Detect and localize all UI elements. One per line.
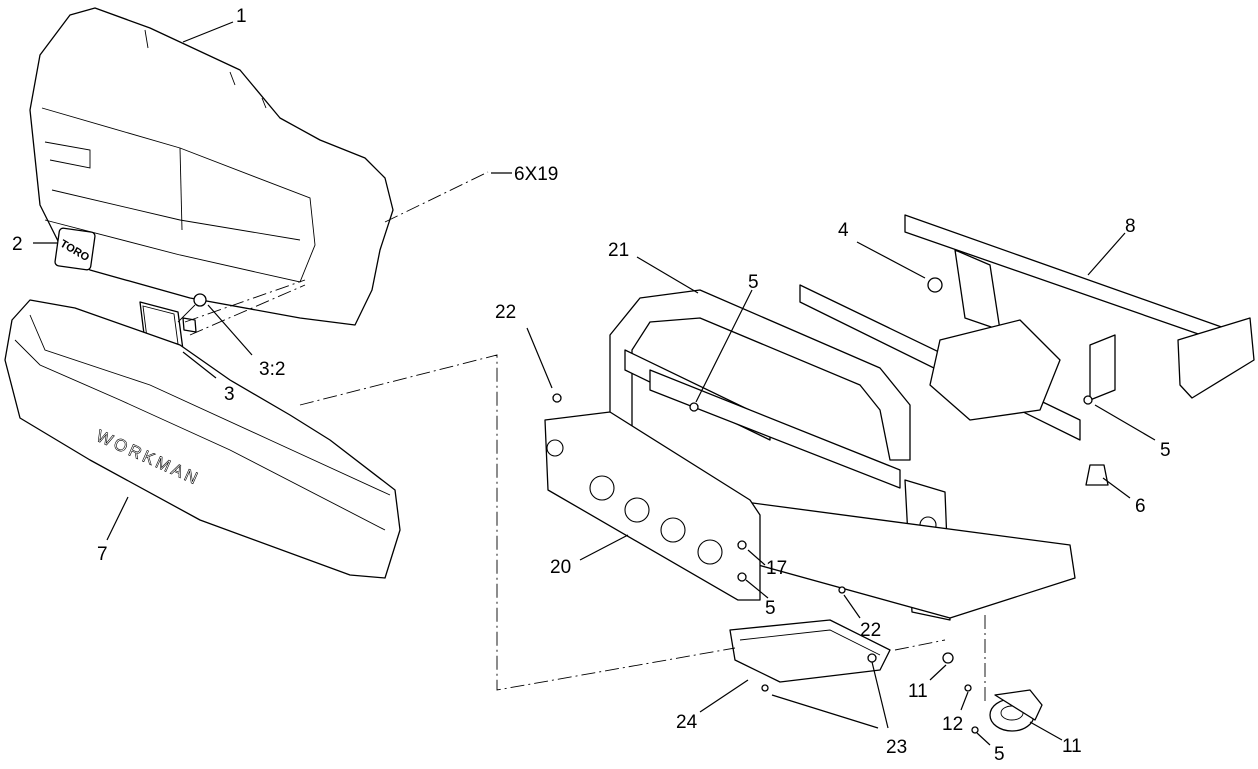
- callout-4: 4: [838, 220, 849, 241]
- callout-11-a: 11: [908, 681, 928, 702]
- callout-21: 21: [608, 240, 629, 261]
- hood-part: [29, 7, 394, 326]
- toro-decal-part: TORO: [54, 227, 96, 271]
- callout-labels: 1 2 3:2 3 7 6X19 21 5 4 8 22 5 6 20 17 5…: [12, 6, 1171, 765]
- callout-7: 7: [97, 544, 108, 565]
- callout-22-b: 22: [860, 620, 881, 641]
- callout-12: 12: [942, 714, 963, 735]
- callout-22-a: 22: [495, 302, 516, 323]
- callout-1: 1: [236, 6, 247, 27]
- callout-5-c: 5: [765, 598, 776, 619]
- callout-5-a: 5: [748, 272, 759, 293]
- callout-6: 6: [1135, 496, 1146, 517]
- callout-11-b: 11: [1062, 736, 1082, 757]
- skid-plate-part: [729, 619, 891, 692]
- callout-2: 2: [12, 234, 23, 255]
- grille-bumper-part: WORKMAN: [4, 299, 401, 579]
- callout-17: 17: [766, 558, 787, 579]
- horn-part: [942, 652, 1043, 734]
- leader-lines: [33, 21, 1156, 746]
- callout-5-b: 5: [1160, 440, 1171, 461]
- callout-23: 23: [886, 737, 907, 758]
- phantom-lines: [184, 171, 986, 705]
- frame-assembly: [544, 214, 1255, 621]
- callout-20: 20: [550, 557, 571, 578]
- callout-3: 3: [224, 384, 235, 405]
- callout-5-d: 5: [994, 744, 1005, 765]
- callout-8: 8: [1125, 216, 1136, 237]
- callout-24: 24: [676, 712, 698, 733]
- callout-3-2: 3:2: [259, 359, 285, 380]
- callout-6x19: 6X19: [514, 164, 558, 185]
